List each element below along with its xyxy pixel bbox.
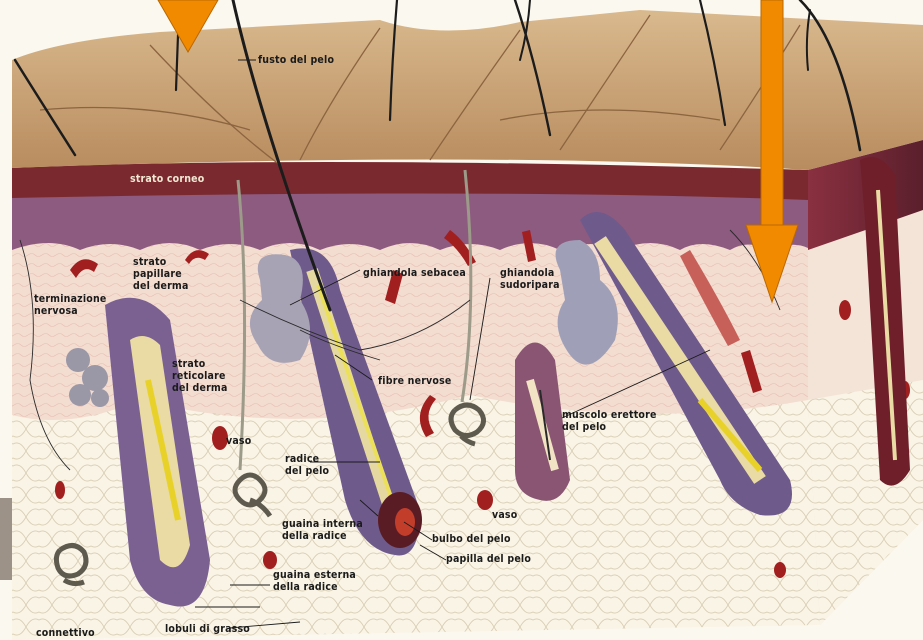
label-ghiandola-sudoripara-1: ghiandola [500, 267, 555, 279]
label-strato-papillare-2: papillare [133, 268, 182, 280]
label-strato-reticolare-1: strato [172, 358, 206, 370]
label-vaso-1: vaso [226, 435, 252, 447]
label-papilla-del-pelo: papilla del pelo [446, 553, 531, 565]
label-ghiandola-sudoripara-2: sudoripara [500, 279, 560, 291]
label-terminazione-2: nervosa [34, 305, 78, 317]
label-strato-reticolare-3: del derma [172, 382, 228, 394]
label-radice-2: del pelo [285, 465, 329, 477]
sebaceous-gland-center [250, 254, 310, 363]
label-connettivo: connettivo [36, 627, 95, 639]
label-bulbo-del-pelo: bulbo del pelo [432, 533, 511, 545]
label-strato-papillare-1: strato [133, 256, 167, 268]
papillary-dermis-layer [12, 190, 808, 252]
label-terminazione-1: terminazione [34, 293, 107, 305]
label-radice-1: radice [285, 453, 319, 465]
label-lobuli-di-grasso: lobuli di grasso [165, 623, 250, 635]
label-guaina-interna-2: della radice [282, 530, 347, 542]
label-strato-corneo: strato corneo [130, 173, 205, 185]
label-guaina-esterna-2: della radice [273, 581, 338, 593]
label-strato-reticolare-2: reticolare [172, 370, 226, 382]
label-strato-papillare-3: del derma [133, 280, 189, 292]
label-muscolo-erettore-1: muscolo erettore [562, 409, 657, 421]
label-muscolo-erettore-2: del pelo [562, 421, 606, 433]
label-ghiandola-sebacea: ghiandola sebacea [363, 267, 466, 279]
label-vaso-2: vaso [492, 509, 518, 521]
label-guaina-interna-1: guaina interna [282, 518, 363, 530]
label-guaina-esterna-1: guaina esterna [273, 569, 356, 581]
skin-top-surface [12, 10, 923, 170]
left-grey-block [0, 498, 14, 580]
label-fibre-nervose: fibre nervose [378, 375, 452, 387]
label-fusto-del-pelo: fusto del pelo [258, 54, 334, 66]
